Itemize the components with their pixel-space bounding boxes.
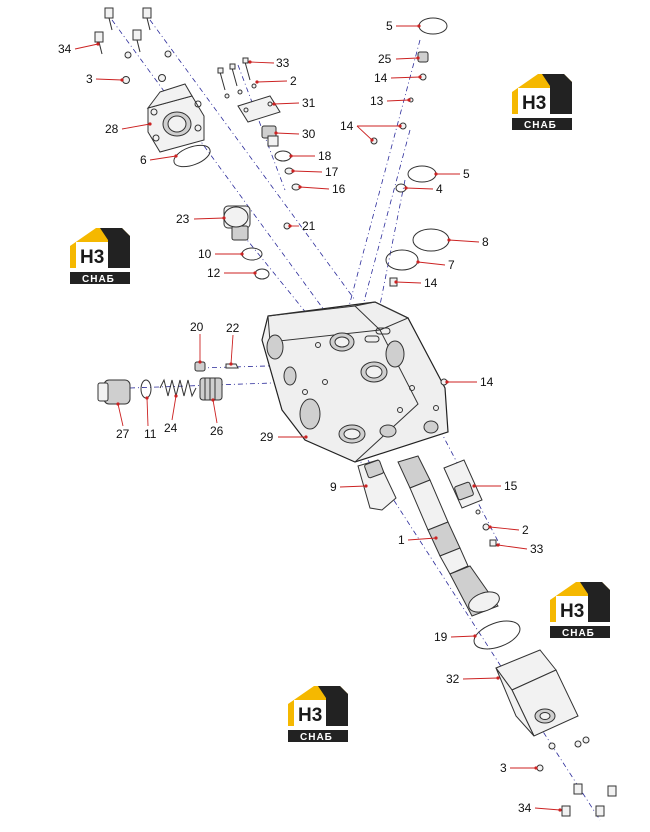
callout-3-top: 3 bbox=[86, 72, 93, 86]
logo-caption: СНАБ bbox=[562, 628, 595, 639]
watermark-logo-1: H3 СНАБ bbox=[512, 74, 572, 131]
washer-3-top-left bbox=[122, 50, 172, 84]
logo-caption: СНАБ bbox=[300, 732, 333, 743]
plug-25 bbox=[417, 51, 429, 63]
pilot-valve-23 bbox=[223, 205, 251, 241]
callout-14-d: 14 bbox=[480, 375, 494, 389]
callout-6: 6 bbox=[140, 153, 147, 167]
callout-16: 16 bbox=[332, 182, 346, 196]
callout-9: 9 bbox=[330, 480, 337, 494]
o-ring-5-top bbox=[418, 17, 448, 35]
callout-18: 18 bbox=[318, 149, 332, 163]
callout-34-bottom: 34 bbox=[518, 801, 532, 815]
logo-mark: H3 bbox=[522, 93, 546, 114]
callout-14-a: 14 bbox=[374, 71, 388, 85]
small-parts-2-33-lower bbox=[475, 509, 497, 547]
callout-19: 19 bbox=[434, 630, 448, 644]
callout-11: 11 bbox=[144, 427, 157, 441]
callout-33-lower: 33 bbox=[530, 542, 544, 556]
callout-25: 25 bbox=[378, 52, 392, 66]
logo-mark: H3 bbox=[560, 601, 584, 622]
callout-23: 23 bbox=[176, 212, 190, 226]
callout-22: 22 bbox=[226, 321, 240, 335]
o-ring-11 bbox=[140, 379, 152, 399]
watermark-logo-2: H3 СНАБ bbox=[70, 228, 130, 285]
logo-caption: СНАБ bbox=[524, 120, 557, 131]
callout-14-b: 14 bbox=[340, 119, 354, 133]
flange-cover-28 bbox=[146, 83, 205, 153]
o-ring-7 bbox=[385, 249, 419, 271]
spool-26 bbox=[199, 377, 223, 401]
spool-1 bbox=[397, 455, 500, 617]
callout-24: 24 bbox=[164, 421, 178, 435]
plug-27 bbox=[97, 379, 131, 405]
screws-33-top bbox=[217, 57, 251, 91]
callout-20: 20 bbox=[190, 320, 204, 334]
o-ring-10 bbox=[241, 247, 263, 261]
valve-30 bbox=[261, 125, 279, 147]
o-ring-12 bbox=[254, 268, 270, 280]
logo-caption: СНАБ bbox=[82, 274, 115, 285]
bolt-34-top-left bbox=[94, 7, 152, 55]
callout-34-top: 34 bbox=[58, 42, 72, 56]
callout-15: 15 bbox=[504, 479, 518, 493]
callout-30: 30 bbox=[302, 127, 316, 141]
cover-plate-31 bbox=[224, 83, 281, 123]
bolts-34-washers-3-bottom bbox=[536, 736, 617, 817]
o-ring-19 bbox=[473, 620, 521, 650]
callouts: 34 3 28 6 33 2 31 30 18 17 16 23 21 10 1… bbox=[58, 19, 562, 815]
callout-7: 7 bbox=[448, 258, 455, 272]
watermark-logo-4: H3 СНАБ bbox=[288, 686, 348, 743]
spring-24 bbox=[159, 378, 197, 398]
callout-13: 13 bbox=[370, 94, 384, 108]
o-ring-5-right bbox=[407, 165, 437, 183]
o-ring-8 bbox=[412, 228, 450, 252]
callout-33-top: 33 bbox=[276, 56, 290, 70]
callout-10: 10 bbox=[198, 247, 212, 261]
callout-5-top: 5 bbox=[386, 19, 393, 33]
callout-2-top: 2 bbox=[290, 74, 297, 88]
logo-mark: H3 bbox=[80, 247, 104, 268]
o-ring-6 bbox=[173, 144, 211, 168]
watermark-logo-3: H3 СНАБ bbox=[550, 582, 610, 639]
callout-27: 27 bbox=[116, 427, 130, 441]
callout-21: 21 bbox=[302, 219, 316, 233]
callout-28: 28 bbox=[105, 122, 119, 136]
valve-body-29 bbox=[261, 301, 449, 463]
callout-2-lower: 2 bbox=[522, 523, 529, 537]
callout-12: 12 bbox=[207, 266, 221, 280]
callout-32: 32 bbox=[446, 672, 460, 686]
callout-8: 8 bbox=[482, 235, 489, 249]
callout-1: 1 bbox=[398, 533, 405, 547]
callout-31: 31 bbox=[302, 96, 316, 110]
callout-29: 29 bbox=[260, 430, 274, 444]
callout-17: 17 bbox=[325, 165, 339, 179]
callout-14-c: 14 bbox=[424, 276, 438, 290]
callout-4: 4 bbox=[436, 182, 443, 196]
valve-15 bbox=[443, 459, 483, 509]
logo-mark: H3 bbox=[298, 705, 322, 726]
callout-3-bottom: 3 bbox=[500, 761, 507, 775]
end-cover-32 bbox=[495, 649, 579, 737]
callout-26: 26 bbox=[210, 424, 224, 438]
pin-22 bbox=[225, 363, 239, 369]
seal-18-17-16 bbox=[274, 150, 301, 191]
callout-5-right: 5 bbox=[463, 167, 470, 181]
valve-cartridge-9 bbox=[357, 459, 397, 511]
